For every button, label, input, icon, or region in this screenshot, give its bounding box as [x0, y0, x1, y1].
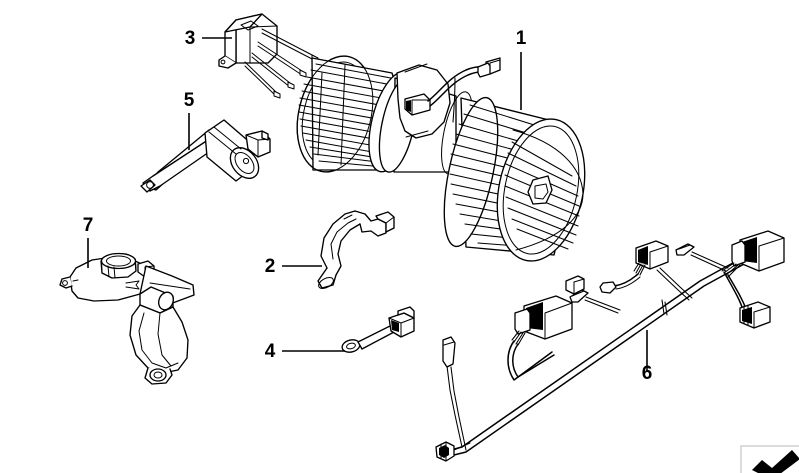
harness-branch-connector-center: [599, 240, 693, 301]
callout-number-2: 2: [265, 256, 276, 277]
callout-number-7: 7: [83, 215, 94, 236]
corner-logo-mark: [740, 445, 799, 473]
right-fan-cage: [443, 96, 586, 262]
callout-numbers: 1 2 3 4 5 6 7: [83, 28, 653, 384]
callout-leaders: [87, 37, 648, 372]
part-7-air-distribution-housing: [59, 252, 195, 385]
part-2-mounting-bracket: [317, 210, 395, 289]
callout-number-1: 1: [516, 28, 527, 49]
callout-number-3: 3: [185, 28, 196, 49]
part-1-blower-motor-assembly: [296, 55, 586, 262]
harness-bullet-connector-upper: [675, 243, 729, 272]
harness-connector-right-lower: [739, 301, 771, 329]
motor-lead-wire: [404, 57, 501, 123]
part-6-wiring-harness: [435, 230, 785, 462]
harness-connector-plug-mid: [565, 275, 585, 295]
callout-number-4: 4: [265, 341, 276, 362]
part-3-connector-plug: [218, 13, 319, 99]
callout-number-6: 6: [642, 363, 653, 384]
harness-ring-terminal: [435, 441, 471, 462]
part-5-actuator-motor: [140, 119, 271, 193]
harness-main-connector-left: [507, 295, 573, 381]
callout-number-5: 5: [184, 90, 195, 111]
harness-bullet-branch-left: [442, 336, 467, 451]
part-4-link-rod: [341, 306, 415, 353]
